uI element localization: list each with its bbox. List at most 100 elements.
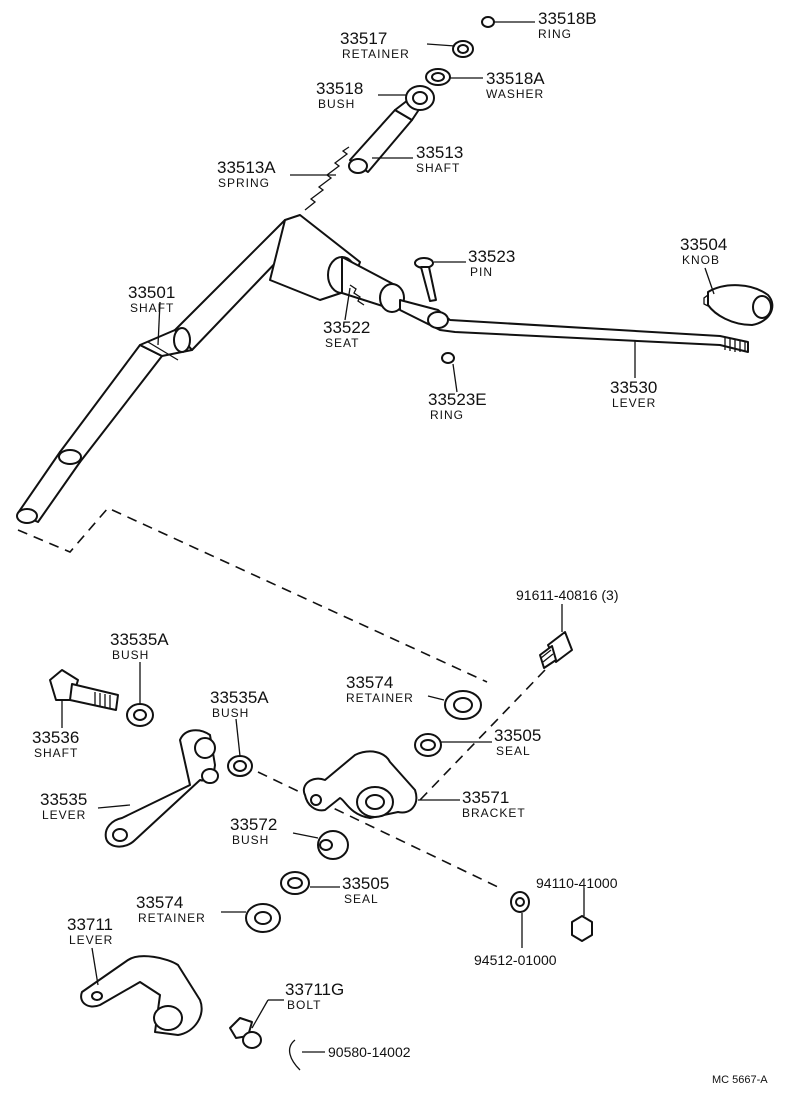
- lever-33535-drawing: [104, 729, 219, 848]
- part-number: 33574: [346, 673, 393, 692]
- callout-33505-2: 33505 SEAL: [342, 874, 389, 906]
- shaft-33501-drawing: [16, 219, 306, 524]
- part-name: RETAINER: [346, 691, 414, 705]
- callout-33518: 33518 BUSH: [316, 79, 363, 111]
- part-number: 33571: [462, 788, 509, 807]
- part-name: PIN: [470, 265, 493, 279]
- callout-94110: 94110-41000: [536, 875, 618, 891]
- bracket-33571-drawing: [302, 750, 418, 819]
- seal-33505-2-drawing: [280, 871, 310, 895]
- part-name: SEAL: [344, 892, 379, 906]
- retainer-33574-1-drawing: [444, 690, 482, 720]
- part-number: 33505: [342, 874, 389, 893]
- part-name: BRACKET: [462, 806, 526, 820]
- part-number: 33518: [316, 79, 363, 98]
- pin-33523-drawing: [414, 257, 437, 302]
- bush-33535A-2-drawing: [227, 755, 253, 777]
- bolt-91611-drawing: [539, 631, 573, 669]
- callout-33501: 33501 SHAFT: [128, 283, 175, 315]
- callout-33711: 33711 LEVER: [67, 915, 113, 947]
- part-name: SEAL: [496, 744, 531, 758]
- part-name: RING: [430, 408, 464, 422]
- shaft-33536-drawing: [49, 669, 119, 711]
- part-number: 33711G: [285, 980, 344, 999]
- part-name: KNOB: [682, 253, 720, 267]
- part-number: 33574: [136, 893, 183, 912]
- callout-33505-1: 33505 SEAL: [494, 726, 541, 758]
- callout-33513A: 33513A SPRING: [217, 158, 276, 190]
- part-name: BUSH: [112, 648, 149, 662]
- part-number: 33535A: [210, 688, 269, 707]
- callout-33535A-2: 33535A BUSH: [210, 688, 269, 720]
- callout-33572: 33572 BUSH: [230, 815, 277, 847]
- washer-33518A-drawing: [425, 68, 451, 86]
- callout-33711G: 33711G BOLT: [285, 980, 344, 1012]
- part-name: BUSH: [212, 706, 249, 720]
- part-name: SHAFT: [130, 301, 174, 315]
- part-number: 33513: [416, 143, 463, 162]
- retainer-33517-drawing: [452, 40, 474, 58]
- bush-33535A-1-drawing: [126, 703, 154, 727]
- part-number: 33572: [230, 815, 277, 834]
- spring-33513A-drawing: [304, 146, 350, 211]
- knob-33504-drawing: [703, 284, 774, 326]
- part-number: 33518B: [538, 9, 597, 28]
- bush-33518-drawing: [405, 85, 435, 111]
- callout-33535: 33535 LEVER: [40, 790, 87, 822]
- shaft-33513-drawing: [348, 99, 421, 174]
- callout-33574-1: 33574 RETAINER: [346, 673, 414, 705]
- leader-lines: [61, 21, 715, 1053]
- ring-33518B-drawing: [481, 16, 495, 28]
- part-number: 33536: [32, 728, 79, 747]
- part-name: RING: [538, 27, 572, 41]
- bolt-33711G-drawing: [229, 1017, 262, 1049]
- retainer-33574-2-drawing: [245, 903, 281, 933]
- part-number: 33501: [128, 283, 175, 302]
- part-number: 33535A: [110, 630, 169, 649]
- assembly-guide-dashes-3: [419, 669, 546, 801]
- assembly-guide-dashes-2: [257, 771, 501, 889]
- bush-33572-drawing: [317, 830, 349, 860]
- part-number: 33522: [323, 318, 370, 337]
- lever-33530-drawing: [399, 299, 749, 353]
- callout-33523E: 33523E RING: [428, 390, 487, 422]
- part-name: LEVER: [69, 933, 113, 947]
- assembly-guide-dashes: [17, 507, 488, 683]
- ring-33523E-drawing: [441, 352, 455, 364]
- callout-91611: 91611-40816 (3): [516, 587, 618, 603]
- part-name: SHAFT: [34, 746, 78, 760]
- part-number: 33523E: [428, 390, 487, 409]
- housing-drawing: [269, 214, 405, 313]
- part-number: 33518A: [486, 69, 545, 88]
- part-name: BUSH: [318, 97, 355, 111]
- callout-33530: 33530 LEVER: [610, 378, 657, 410]
- part-name: WASHER: [486, 87, 544, 101]
- callout-33535A-1: 33535A BUSH: [110, 630, 169, 662]
- part-number: 33505: [494, 726, 541, 745]
- part-number: 33535: [40, 790, 87, 809]
- callout-33504: 33504 KNOB: [680, 235, 727, 267]
- callout-33522: 33522 SEAT: [323, 318, 370, 350]
- reference-code: MC 5667-A: [712, 1074, 768, 1086]
- part-number: 33711: [67, 915, 113, 934]
- part-name: LEVER: [612, 396, 656, 410]
- part-number: 94110-41000: [536, 875, 618, 891]
- part-name: SPRING: [218, 176, 270, 190]
- callout-33513: 33513 SHAFT: [416, 143, 463, 175]
- part-number: 90580-14002: [328, 1044, 411, 1060]
- part-number: 33523: [468, 247, 515, 266]
- callout-33518B: 33518B RING: [538, 9, 597, 41]
- clip-90580-drawing: [288, 1039, 301, 1071]
- callout-33571: 33571 BRACKET: [462, 788, 526, 820]
- callout-33518A: 33518A WASHER: [486, 69, 545, 101]
- part-name: BUSH: [232, 833, 269, 847]
- callout-94512: 94512-01000: [474, 952, 557, 968]
- callout-33523: 33523 PIN: [468, 247, 515, 279]
- callout-33517: 33517 RETAINER: [340, 29, 410, 61]
- seal-33505-1-drawing: [414, 733, 442, 757]
- callout-33536: 33536 SHAFT: [32, 728, 79, 760]
- part-number: 33517: [340, 29, 387, 48]
- part-name: RETAINER: [342, 47, 410, 61]
- part-number: 33513A: [217, 158, 276, 177]
- lever-33711-drawing: [80, 955, 203, 1036]
